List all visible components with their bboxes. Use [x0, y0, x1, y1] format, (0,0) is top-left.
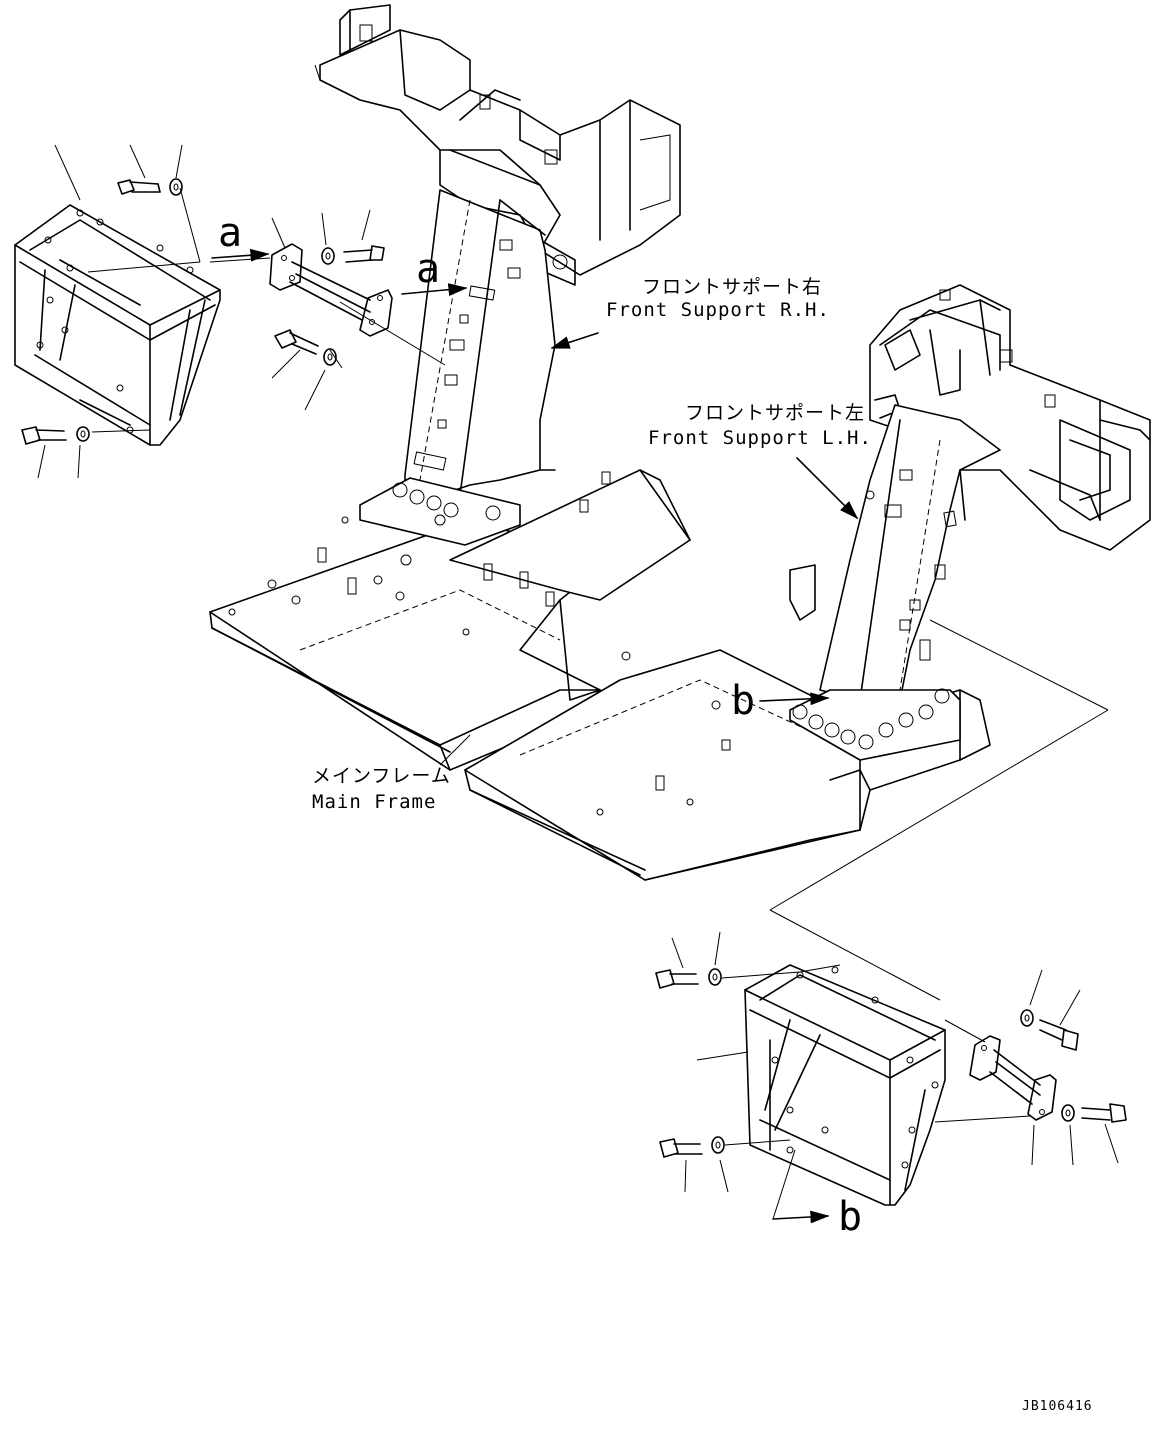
- reference-arrows: [211, 248, 859, 1224]
- right-stay-bracket: [969, 1035, 1057, 1121]
- front-support-rh: [314, 4, 681, 546]
- front-support-rh-jp-label: フロントサポート右: [642, 276, 822, 298]
- drawing-code: JB106416: [1022, 1399, 1093, 1414]
- ref-a-left: a: [218, 210, 242, 256]
- text-labels: a a b b フロントサポート右 Front Support R.H. フロン…: [218, 210, 1093, 1414]
- ref-b-frame: b: [731, 678, 755, 724]
- main-frame-en-label: Main Frame: [312, 791, 436, 813]
- ref-a-column: a: [416, 246, 440, 292]
- front-support-lh: [789, 284, 1151, 761]
- right-bracket-assembly: [744, 964, 946, 1206]
- left-bracket-assembly: [14, 204, 221, 446]
- leader-lines: [37, 144, 1119, 1193]
- front-support-lh-jp-label: フロントサポート左: [685, 402, 865, 424]
- left-fasteners: [21, 178, 385, 445]
- main-frame: [209, 469, 991, 881]
- ref-b-assembly: b: [838, 1194, 862, 1240]
- left-stay-bracket: [269, 243, 393, 337]
- right-fasteners: [655, 968, 1127, 1158]
- front-support-lh-en-label: Front Support L.H.: [648, 427, 872, 449]
- main-frame-jp-label: メインフレーム: [312, 765, 451, 787]
- front-support-rh-en-label: Front Support R.H.: [606, 299, 830, 321]
